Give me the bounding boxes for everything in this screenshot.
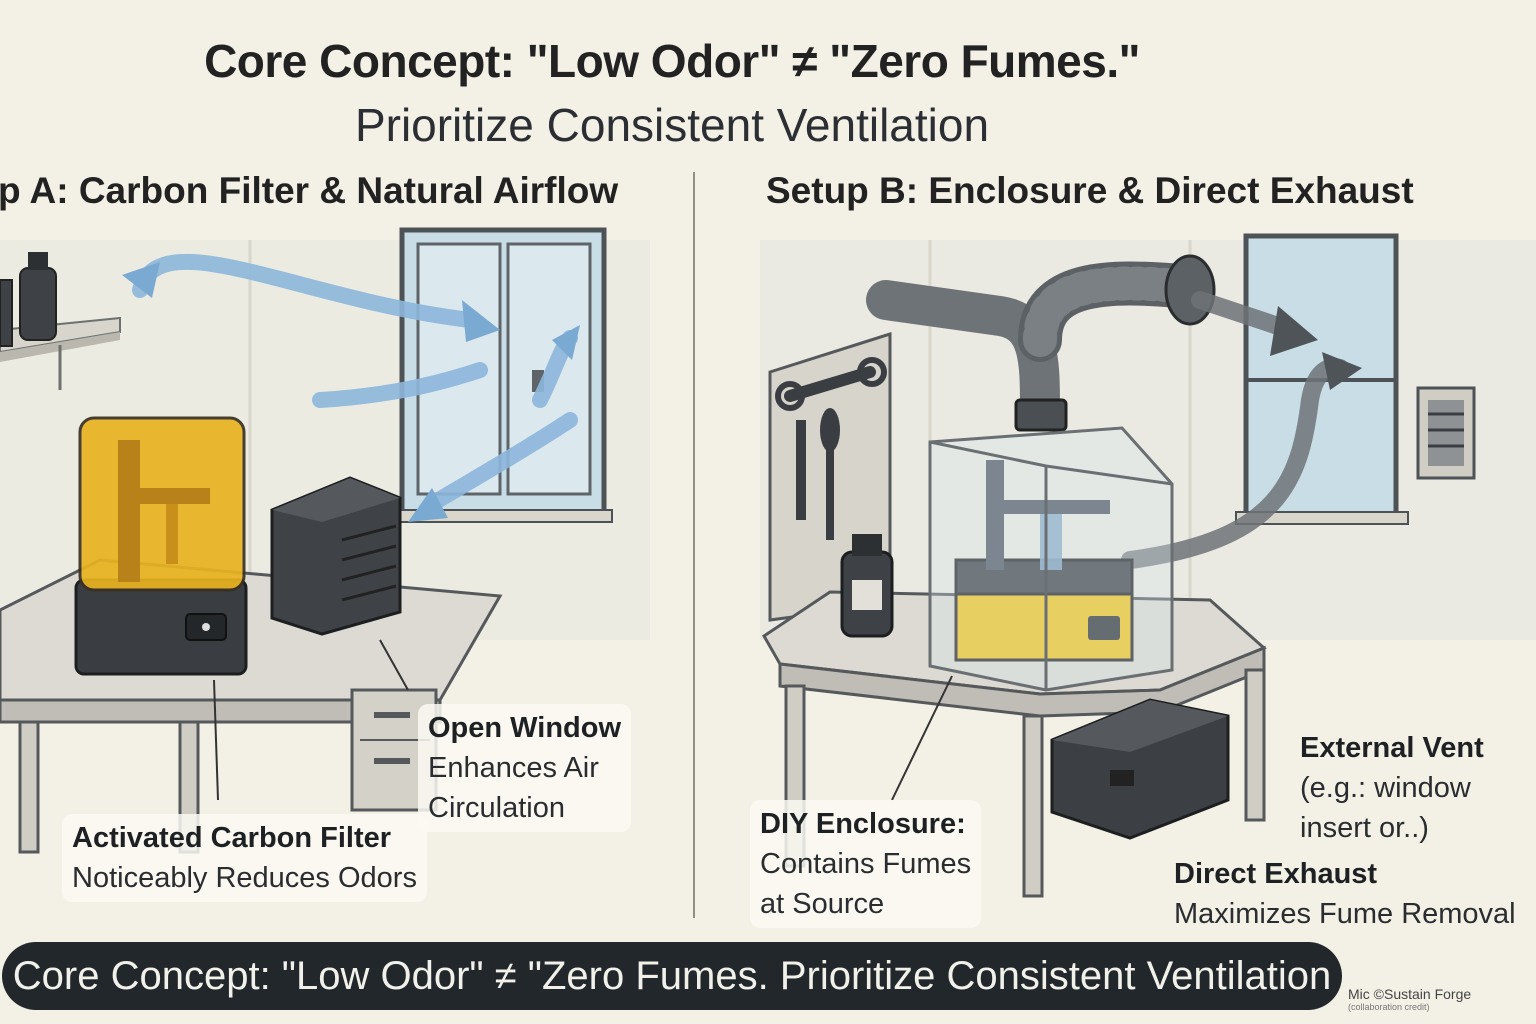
callout-text: (e.g.: window bbox=[1300, 772, 1471, 804]
callout-diy-enclosure: DIY Enclosure: Contains Fumes at Source bbox=[750, 800, 982, 928]
callout-direct-exhaust: Direct Exhaust Maximizes Fume Removal bbox=[1174, 854, 1516, 934]
exhaust-duct bbox=[866, 261, 1202, 430]
callout-text: Circulation bbox=[428, 792, 565, 824]
wall-vent bbox=[1416, 386, 1476, 480]
setup-a-heading: p A: Carbon Filter & Natural Airflow bbox=[0, 170, 619, 211]
resin-bottle bbox=[840, 534, 894, 638]
callout-text: Noticeably Reduces Odors bbox=[72, 862, 417, 894]
callout-external-vent: External Vent (e.g.: window insert or..) bbox=[1300, 728, 1484, 848]
resin-printer bbox=[74, 416, 248, 676]
window-a bbox=[395, 227, 613, 523]
callout-heading: Activated Carbon Filter bbox=[72, 822, 392, 854]
callout-open-window: Open Window Enhances Air Circulation bbox=[418, 704, 632, 832]
credit-text: Mic ©Sustain Forge bbox=[1348, 986, 1472, 1002]
main-subtitle: Prioritize Consistent Ventilation bbox=[354, 99, 990, 151]
callout-text: insert or..) bbox=[1300, 812, 1429, 844]
window-b bbox=[1235, 233, 1409, 525]
storage-box bbox=[1050, 698, 1230, 840]
callout-heading: Open Window bbox=[428, 712, 622, 744]
diy-enclosure bbox=[928, 426, 1174, 692]
carbon-filter-unit bbox=[270, 476, 402, 636]
callout-heading: DIY Enclosure: bbox=[760, 808, 966, 840]
setup-b-heading: Setup B: Enclosure & Direct Exhaust bbox=[766, 170, 1414, 211]
callout-text: at Source bbox=[760, 888, 885, 920]
callout-text: Maximizes Fume Removal bbox=[1174, 898, 1516, 930]
callout-text: Enhances Air bbox=[428, 752, 599, 784]
shelf-with-bottles bbox=[0, 252, 121, 390]
callout-carbon-filter: Activated Carbon Filter Noticeably Reduc… bbox=[62, 814, 427, 902]
callout-heading: Direct Exhaust bbox=[1174, 858, 1378, 890]
airflow-arrowheads bbox=[122, 262, 580, 522]
callout-heading: External Vent bbox=[1300, 732, 1484, 764]
callout-text: Contains Fumes bbox=[760, 848, 972, 880]
summary-banner: Core Concept: "Low Odor" ≠ "Zero Fumes. … bbox=[2, 942, 1342, 1010]
main-title: Core Concept: "Low Odor" ≠ "Zero Fumes." bbox=[204, 35, 1140, 87]
credit-subtext: (collaboration credit) bbox=[1348, 1002, 1430, 1012]
